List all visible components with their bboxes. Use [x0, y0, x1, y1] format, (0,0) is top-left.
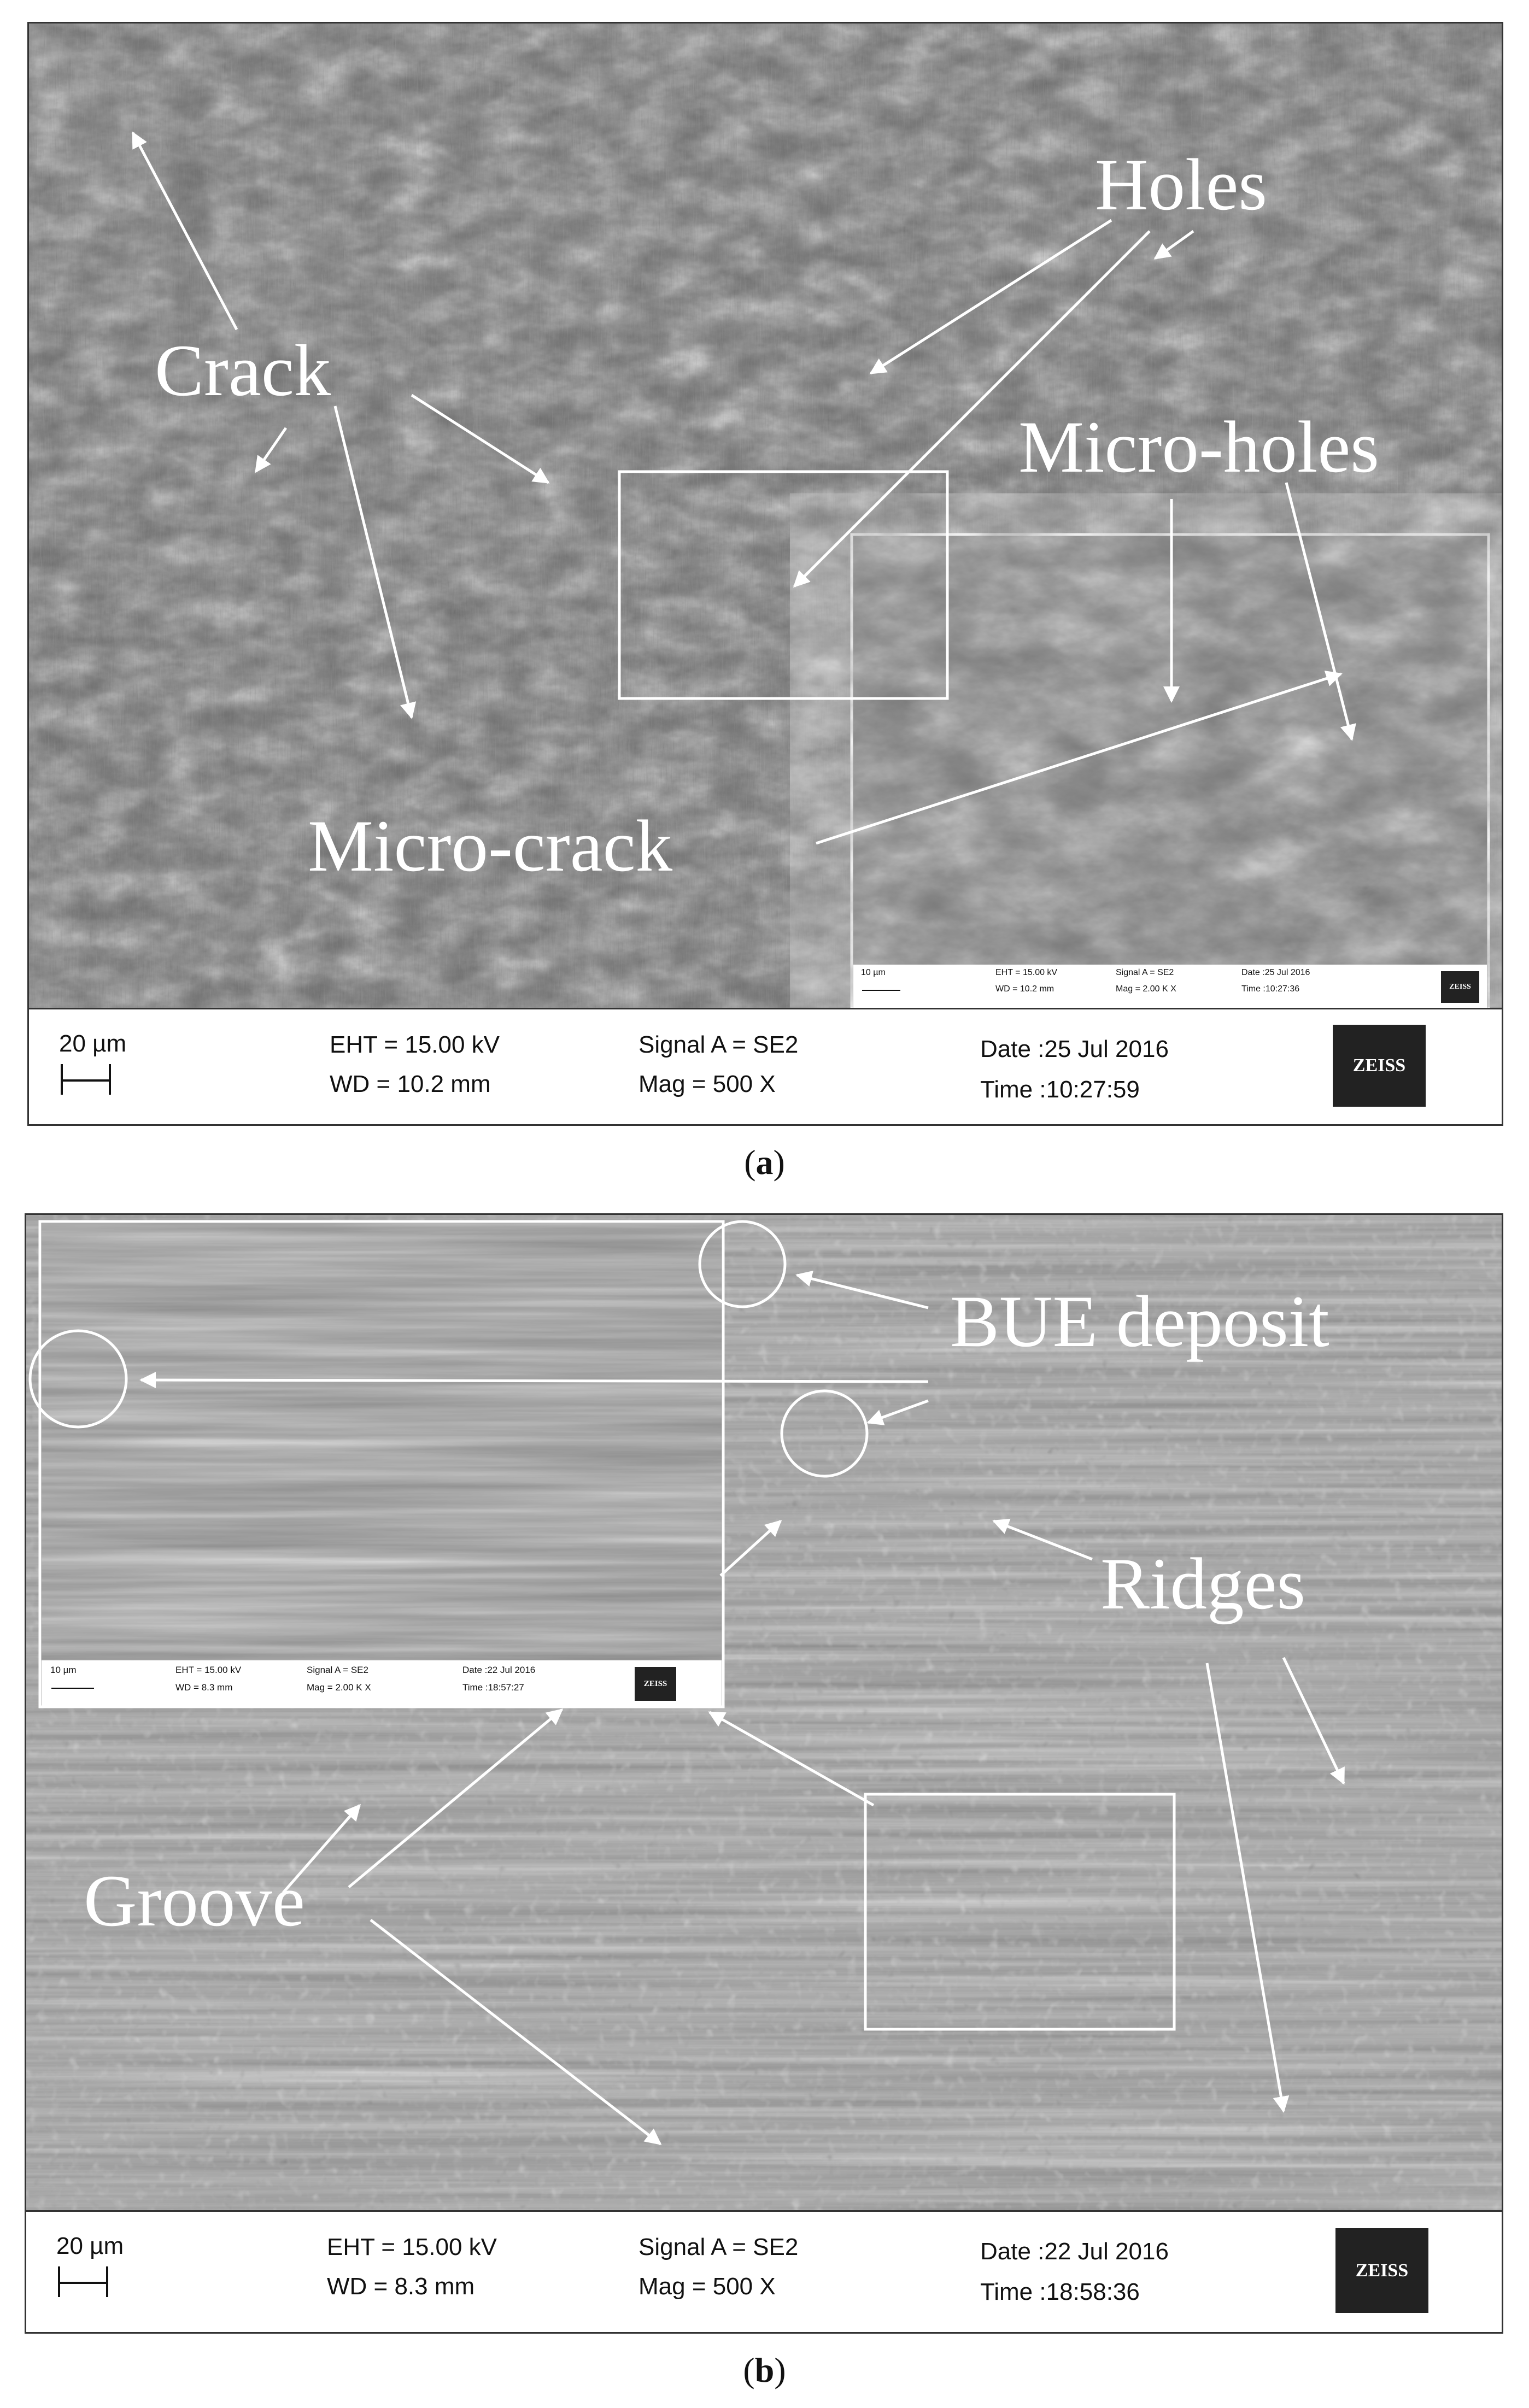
signal-value-b: Signal A = SE2 — [638, 2234, 799, 2260]
caption-a: (a) — [744, 1143, 785, 1182]
caption-b: (b) — [743, 2351, 786, 2389]
zeiss-logo-b: ZEISS — [1335, 2228, 1428, 2313]
label-crack: Crack — [155, 330, 331, 412]
caption-b-letter: b — [754, 2351, 775, 2389]
wd-value: WD = 10.2 mm — [330, 1071, 491, 1097]
mag-value-b: Mag = 500 X — [638, 2273, 776, 2300]
inset-databar-b: 10 µm EHT = 15.00 kV WD = 8.3 mm Signal … — [42, 1660, 722, 1707]
scale-bar-b — [58, 2282, 107, 2284]
scale-bar-b-left-tick — [58, 2266, 60, 2297]
sem-image-b: BUE deposit Ridges Groove — [26, 1215, 1502, 2215]
inset-b-wd: WD = 8.3 mm — [175, 1682, 233, 1693]
scale-label-b: 20 µm — [56, 2233, 124, 2259]
inset-mag: Mag = 2.00 K X — [1116, 984, 1176, 994]
inset-b-scale-bar — [51, 1688, 94, 1689]
bue-circles — [28, 1220, 869, 1478]
label-bue-deposit: BUE deposit — [950, 1281, 1329, 1362]
inset-b-signal: Signal A = SE2 — [307, 1665, 368, 1675]
databar-a: 20 µm EHT = 15.00 kV WD = 10.2 mm Signal… — [29, 1008, 1502, 1124]
panel-a: Holes Crack Micro-holes Micro-crack 10 µ… — [27, 22, 1503, 1126]
sem-image-a: Holes Crack Micro-holes Micro-crack — [29, 24, 1502, 1013]
caption-a-letter: a — [755, 1143, 774, 1182]
scale-bar — [61, 1079, 110, 1082]
panel-b: BUE deposit Ridges Groove 10 µm EHT = 15… — [25, 1213, 1503, 2334]
signal-value: Signal A = SE2 — [638, 1031, 799, 1058]
inset-wd: WD = 10.2 mm — [995, 984, 1055, 994]
inset-date: Date :25 Jul 2016 — [1241, 968, 1310, 977]
scale-bar-right-tick — [109, 1064, 111, 1095]
inset-scale-label: 10 µm — [861, 968, 886, 977]
label-micro-crack: Micro-crack — [308, 806, 673, 887]
annotation-arrows-b — [139, 1270, 1345, 2145]
scale-bar-b-right-tick — [106, 2266, 108, 2297]
inset-zeiss-logo: ZEISS — [1441, 971, 1479, 1003]
label-ridges: Ridges — [1100, 1543, 1305, 1625]
time-value-b: Time :18:58:36 — [980, 2278, 1140, 2305]
scale-label: 20 µm — [59, 1030, 127, 1057]
scale-bar-left-tick — [61, 1064, 63, 1095]
date-value-b: Date :22 Jul 2016 — [980, 2238, 1169, 2265]
inset-time: Time :10:27:36 — [1241, 984, 1300, 994]
eht-value-b: EHT = 15.00 kV — [327, 2234, 497, 2260]
inset-b-time: Time :18:57:27 — [462, 1682, 524, 1693]
label-micro-holes: Micro-holes — [1018, 407, 1379, 488]
inset-b-eht: EHT = 15.00 kV — [175, 1665, 242, 1675]
date-value: Date :25 Jul 2016 — [980, 1036, 1169, 1062]
inset-b-zeiss-logo: ZEISS — [635, 1667, 676, 1701]
time-value: Time :10:27:59 — [980, 1076, 1140, 1103]
inset-scale-bar — [862, 990, 900, 991]
inset-b — [38, 1220, 725, 1708]
databar-b: 20 µm EHT = 15.00 kV WD = 8.3 mm Signal … — [26, 2210, 1502, 2332]
wd-value-b: WD = 8.3 mm — [327, 2273, 475, 2300]
inset-b-scale-label: 10 µm — [50, 1665, 77, 1675]
mag-value: Mag = 500 X — [638, 1071, 776, 1097]
sem-micrograph-b: BUE deposit Ridges Groove — [26, 1215, 1502, 2215]
source-box-a — [618, 470, 949, 700]
inset-eht: EHT = 15.00 kV — [995, 968, 1058, 977]
source-box-b — [864, 1793, 1176, 2031]
inset-b-date: Date :22 Jul 2016 — [462, 1665, 536, 1675]
zeiss-logo: ZEISS — [1333, 1025, 1426, 1107]
inset-signal: Signal A = SE2 — [1116, 968, 1174, 977]
label-holes: Holes — [1095, 144, 1267, 226]
eht-value: EHT = 15.00 kV — [330, 1031, 500, 1058]
inset-databar-a: 10 µm EHT = 15.00 kV WD = 10.2 mm Signal… — [853, 965, 1487, 1008]
sem-micrograph-a: Holes Crack Micro-holes Micro-crack — [29, 24, 1502, 1013]
inset-b-mag: Mag = 2.00 K X — [307, 1682, 371, 1693]
annotation-arrows-a — [131, 131, 1356, 845]
label-groove: Groove — [84, 1860, 305, 1942]
